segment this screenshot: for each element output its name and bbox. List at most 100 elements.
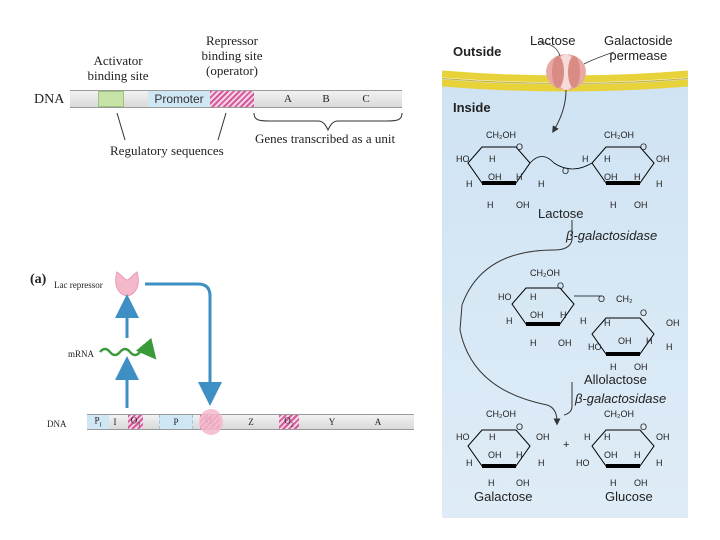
atom-oh: OH	[530, 310, 544, 320]
activator-binding-site	[98, 91, 124, 107]
genes-transcribed-label: Genes transcribed as a unit	[255, 131, 396, 146]
segment-o3-sub: 3	[137, 422, 141, 429]
segment-p-label: P	[173, 417, 179, 427]
regulatory-sequences-label: Regulatory sequences	[110, 143, 224, 158]
segment-o2-sub: 2	[290, 422, 294, 429]
atom-h: H	[610, 362, 617, 372]
permease-label: Galactoside permease	[604, 33, 673, 63]
gene-b-label: B	[322, 93, 330, 105]
atom-h: H	[582, 154, 589, 164]
segment-z-label: Z	[248, 417, 254, 427]
atom-h: H	[604, 154, 611, 164]
gene-a-label: A	[284, 93, 292, 105]
atom-o: O	[640, 308, 648, 318]
atom-h: H	[489, 432, 496, 442]
atom-ch2oh: CH₂OH	[530, 268, 560, 278]
atom-h: H	[584, 432, 591, 442]
atom-oh: OH	[634, 478, 648, 488]
atom-oh: OH	[604, 172, 618, 182]
atom-oh: OH	[516, 478, 530, 488]
atom-h: H	[538, 458, 545, 468]
atom-oh: OH	[634, 200, 648, 210]
segment-o2: O2	[279, 415, 299, 429]
lactose-label: Lactose	[538, 206, 584, 221]
atom-h: H	[634, 172, 641, 182]
panel-a-graphics	[99, 271, 222, 408]
allolactose-label: Allolactose	[584, 372, 647, 387]
dna-strand-lac-operon: PI I O3 P O1 Z O2 Y A	[87, 414, 414, 430]
top-diagram-leader-lines	[116, 112, 403, 141]
atom-oh: OH	[604, 450, 618, 460]
lactose-outside-label: Lactose	[530, 33, 576, 48]
atom-h: H	[530, 338, 537, 348]
dna-strand-top: Promoter A B C	[70, 90, 402, 108]
atom-ho: HO	[456, 154, 470, 164]
atom-h: H	[516, 172, 523, 182]
galactoside-permease-shape	[546, 54, 586, 90]
atom-h: H	[560, 310, 567, 320]
segment-p: P	[159, 415, 193, 429]
segment-o3-label: O	[130, 415, 138, 426]
atom-h: H	[604, 432, 611, 442]
atom-o: O	[516, 422, 524, 432]
atom-h: H	[530, 292, 537, 302]
atom-ch2oh: CH₂OH	[486, 130, 516, 140]
atom-oh: OH	[558, 338, 572, 348]
atom-h: H	[646, 336, 653, 346]
galactose-label: Galactose	[474, 489, 533, 504]
atom-h: H	[610, 478, 617, 488]
mrna-label: mRNA	[68, 349, 95, 359]
promoter-region: Promoter	[148, 91, 210, 107]
atom-o: O	[516, 142, 524, 152]
atom-h: H	[666, 342, 673, 352]
atom-ho: HO	[576, 458, 590, 468]
atom-oh: OH	[516, 200, 530, 210]
gene-c-label: C	[362, 93, 370, 105]
segment-pi-sub: I	[99, 422, 102, 429]
segment-i-label: I	[113, 417, 117, 427]
atom-ho: HO	[456, 432, 470, 442]
atom-oh: OH	[666, 318, 680, 328]
atom-oh: OH	[656, 432, 670, 442]
inside-label: Inside	[453, 100, 491, 115]
atom-ch2oh: CH₂OH	[604, 130, 634, 140]
operator-region	[210, 91, 254, 107]
repressor-binding-site-label: Repressor binding site (operator)	[201, 33, 263, 78]
segment-y-label: Y	[328, 417, 336, 427]
atom-ch2: CH₂	[616, 294, 633, 304]
atom-o: O	[640, 422, 648, 432]
atom-o: O	[562, 166, 570, 176]
segment-pi-label: P	[94, 415, 100, 426]
atom-oh: OH	[536, 432, 550, 442]
lac-repressor-shape	[115, 271, 139, 297]
atom-h: H	[488, 478, 495, 488]
atom-h: H	[604, 318, 611, 328]
lac-repressor-label: Lac repressor	[54, 280, 103, 290]
atom-oh: OH	[488, 450, 502, 460]
dna-label-a: DNA	[47, 419, 67, 429]
atom-h: H	[466, 458, 473, 468]
atom-oh: OH	[634, 362, 648, 372]
atom-h: H	[538, 179, 545, 189]
atom-h: H	[466, 179, 473, 189]
atom-h: H	[656, 179, 663, 189]
atom-o: O	[640, 142, 648, 152]
atom-oh: OH	[488, 172, 502, 182]
atom-h: H	[634, 450, 641, 460]
atom-h: H	[489, 154, 496, 164]
atom-o: O	[557, 281, 565, 291]
atom-h: H	[656, 458, 663, 468]
atom-h: H	[580, 316, 587, 326]
atom-ch2oh: CH₂OH	[604, 409, 634, 419]
activator-binding-site-label: Activator binding site	[87, 53, 149, 83]
atom-ho: HO	[498, 292, 512, 302]
atom-oh: OH	[656, 154, 670, 164]
dna-label: DNA	[34, 92, 65, 107]
enzyme-label-2: β-galactosidase	[575, 391, 667, 406]
atom-ho: HO	[588, 342, 602, 352]
bound-repressor	[199, 409, 223, 435]
segment-o2-label: O	[284, 415, 291, 426]
segment-o3: O3	[128, 415, 143, 429]
plus-sign: +	[563, 439, 570, 451]
outside-label: Outside	[453, 44, 502, 59]
